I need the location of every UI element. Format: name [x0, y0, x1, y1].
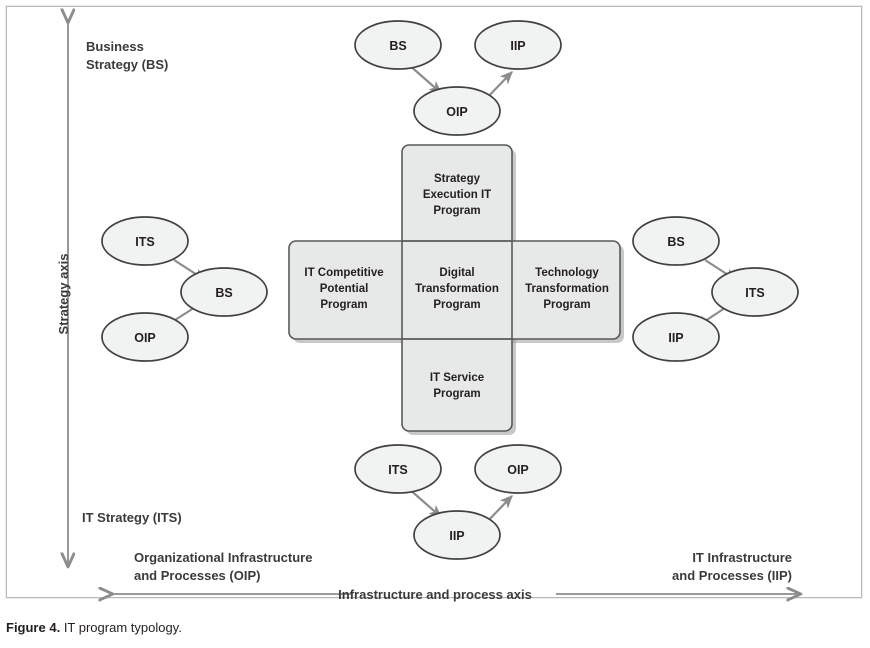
cell-text-line2: Transformation: [525, 283, 609, 295]
node-bs[interactable]: [632, 216, 720, 266]
node-oip-label: OIP: [507, 463, 529, 477]
node-bs-label: BS: [667, 235, 684, 249]
oip-label-line2: and Processes (OIP): [134, 568, 260, 583]
node-oip-label: OIP: [446, 105, 468, 119]
program-matrix-cross: Strategy Execution IT Program IT Competi…: [288, 144, 624, 435]
it-strategy-label: IT Strategy (ITS): [82, 510, 182, 525]
oip-label-line1: Organizational Infrastructure: [134, 550, 312, 565]
cell-it-competitive-potential-program[interactable]: IT Competitive Potential Program: [304, 267, 383, 311]
node-oip[interactable]: [474, 444, 562, 494]
figure-caption: Figure 4. IT program typology.: [6, 620, 182, 635]
node-iip[interactable]: [413, 510, 501, 560]
cell-digital-transformation-program[interactable]: Digital Transformation Program: [415, 267, 499, 311]
node-oip[interactable]: [413, 86, 501, 136]
figure-caption-prefix: Figure 4.: [6, 620, 61, 635]
node-iip-label: IIP: [510, 39, 525, 53]
node-oip-label: OIP: [134, 331, 156, 345]
cell-text-line3: Program: [433, 205, 480, 217]
cell-text-line1: Digital: [439, 267, 474, 279]
cell-text-line3: Program: [320, 299, 367, 311]
node-iip-label: IIP: [449, 529, 464, 543]
node-bs[interactable]: [180, 267, 268, 317]
node-bs-label: BS: [389, 39, 406, 53]
cell-text-line1: Strategy: [434, 173, 481, 185]
cell-text-line2: Execution IT: [423, 189, 491, 201]
node-its[interactable]: [711, 267, 799, 317]
arrow-bs-to-oip: [407, 63, 442, 94]
figure-caption-text: IT program typology.: [63, 620, 182, 635]
node-its-label: ITS: [388, 463, 407, 477]
cell-text-line2: Potential: [320, 283, 369, 295]
vertical-axis: Strategy axis: [56, 22, 71, 566]
node-iip[interactable]: [632, 312, 720, 362]
cell-text-line2: Program: [433, 388, 480, 400]
vertical-axis-top-label: Business Strategy (BS): [86, 39, 168, 72]
business-strategy-label-line1: Business: [86, 39, 144, 54]
cell-text-line2: Transformation: [415, 283, 499, 295]
cell-strategy-execution-it-program[interactable]: Strategy Execution IT Program: [423, 173, 491, 217]
cluster-left: ITS BS OIP: [101, 216, 268, 362]
node-its[interactable]: [354, 444, 442, 494]
horizontal-axis-left-label: Organizational Infrastructure and Proces…: [134, 550, 312, 583]
cluster-right: BS ITS IIP: [632, 216, 799, 362]
cell-text-line3: Program: [433, 299, 480, 311]
node-iip-label: IIP: [668, 331, 683, 345]
node-its-label: ITS: [745, 286, 764, 300]
cell-technology-transformation-program[interactable]: Technology Transformation Program: [525, 267, 609, 311]
arrow-its-to-iip: [407, 487, 442, 518]
iip-label-line2: and Processes (IIP): [672, 568, 792, 583]
iip-label-line1: IT Infrastructure: [692, 550, 792, 565]
cell-text-line1: IT Service: [430, 372, 484, 384]
node-bs-label: BS: [215, 286, 232, 300]
business-strategy-label-line2: Strategy (BS): [86, 57, 168, 72]
node-its-label: ITS: [135, 235, 154, 249]
node-bs[interactable]: [354, 20, 442, 70]
cell-text-line1: IT Competitive: [304, 267, 383, 279]
cell-text-line3: Program: [543, 299, 590, 311]
node-oip[interactable]: [101, 312, 189, 362]
horizontal-axis-right-label: IT Infrastructure and Processes (IIP): [672, 550, 792, 583]
cluster-bottom: ITS OIP IIP: [354, 444, 562, 560]
node-iip[interactable]: [474, 20, 562, 70]
cell-text-line1: Technology: [535, 267, 599, 279]
cell-it-service-program[interactable]: IT Service Program: [430, 372, 484, 400]
horizontal-axis: Infrastructure and process axis: [112, 587, 800, 602]
infrastructure-axis-label: Infrastructure and process axis: [338, 587, 532, 602]
cluster-top: BS IIP OIP: [354, 20, 562, 136]
node-its[interactable]: [101, 216, 189, 266]
strategy-axis-label: Strategy axis: [56, 254, 71, 335]
